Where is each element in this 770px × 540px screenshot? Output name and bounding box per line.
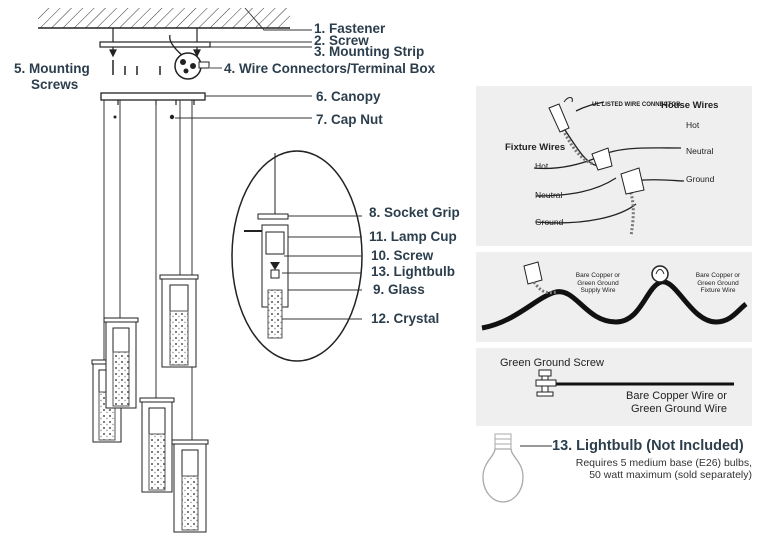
screw-panel: Green Ground Screw Bare Copper Wire or G… xyxy=(476,348,752,426)
ground-fixture-label: Bare Copper or Green Ground Fixture Wire xyxy=(695,272,741,294)
mounting-strip xyxy=(99,41,211,48)
lightbulb-title: 13. Lightbulb (Not Included) xyxy=(552,438,744,454)
fixture-neutral-label: Neutral xyxy=(535,190,563,200)
fixture-ground-label: Ground xyxy=(535,217,564,227)
pendant-3 xyxy=(159,274,199,368)
lightbulb-note-1: Requires 5 medium base (E26) bulbs, xyxy=(575,457,752,469)
house-ground-label: Ground xyxy=(686,174,715,184)
fixture-wires-label: Fixture Wires xyxy=(505,142,566,153)
lightbulb-leader xyxy=(520,445,552,447)
canopy xyxy=(100,92,206,101)
screw-drawing xyxy=(535,369,734,397)
mounting-screws xyxy=(112,60,161,75)
suspension-cords xyxy=(103,100,193,440)
wire-connector-label: UL LISTED WIRE CONNECTOR xyxy=(592,102,680,109)
pendant-4 xyxy=(139,397,175,493)
label-mounting-strip: 3. Mounting Strip xyxy=(314,44,425,59)
ground-supply-label: Bare Copper or Green Ground Supply Wire xyxy=(575,272,621,294)
house-wires-label: House Wires xyxy=(661,100,719,111)
pendant-5 xyxy=(171,439,209,533)
label-lightbulb: 13. Lightbulb xyxy=(371,264,455,279)
cap-nut xyxy=(169,114,175,120)
label-mounting-screws-2: Screws xyxy=(31,77,79,92)
leader-lines xyxy=(175,7,312,119)
label-cap-nut: 7. Cap Nut xyxy=(316,112,383,127)
ground-connector-icon xyxy=(523,261,557,295)
ground-drawing xyxy=(481,261,748,331)
wire-connector-icon xyxy=(548,103,645,195)
house-hot-label: Hot xyxy=(686,120,700,130)
label-mounting-screws-1: 5. Mounting xyxy=(14,61,90,76)
lightbulb-icon xyxy=(482,433,524,503)
detail-leaders xyxy=(282,215,362,320)
ground-screw-icon xyxy=(651,265,669,283)
wiring-drawing xyxy=(533,97,685,237)
label-socket-grip: 8. Socket Grip xyxy=(369,205,460,220)
bare-copper-label-2: Green Ground Wire xyxy=(631,403,727,415)
label-screw-10: 10. Screw xyxy=(371,248,434,263)
ground-panel: Bare Copper or Green Ground Supply Wire … xyxy=(476,252,752,342)
label-wire-connectors: 4. Wire Connectors/Terminal Box xyxy=(224,61,436,76)
lightbulb-note-2: 50 watt maximum (sold separately) xyxy=(589,469,752,481)
pendant-2 xyxy=(103,317,139,409)
label-glass: 9. Glass xyxy=(373,282,425,297)
house-neutral-label: Neutral xyxy=(686,146,714,156)
green-ground-screw-label: Green Ground Screw xyxy=(500,357,604,369)
label-screw: 2. Screw xyxy=(314,33,369,48)
green-ground-screw-icon xyxy=(535,369,557,397)
label-fastener: 1. Fastener xyxy=(314,21,386,36)
terminal-box xyxy=(169,34,210,80)
label-lamp-cup: 11. Lamp Cup xyxy=(369,229,457,244)
label-crystal: 12. Crystal xyxy=(371,311,440,326)
ceiling xyxy=(38,8,290,29)
label-canopy: 6. Canopy xyxy=(316,89,381,104)
connector-text: UL LISTED WIRE CONNECTOR xyxy=(592,102,681,108)
bare-copper-label-1: Bare Copper Wire or xyxy=(626,390,727,402)
fixture-hot-label: Hot xyxy=(535,161,549,171)
wiring-panel: UL LISTED WIRE CONNECTOR House Wires Fix… xyxy=(476,86,752,246)
